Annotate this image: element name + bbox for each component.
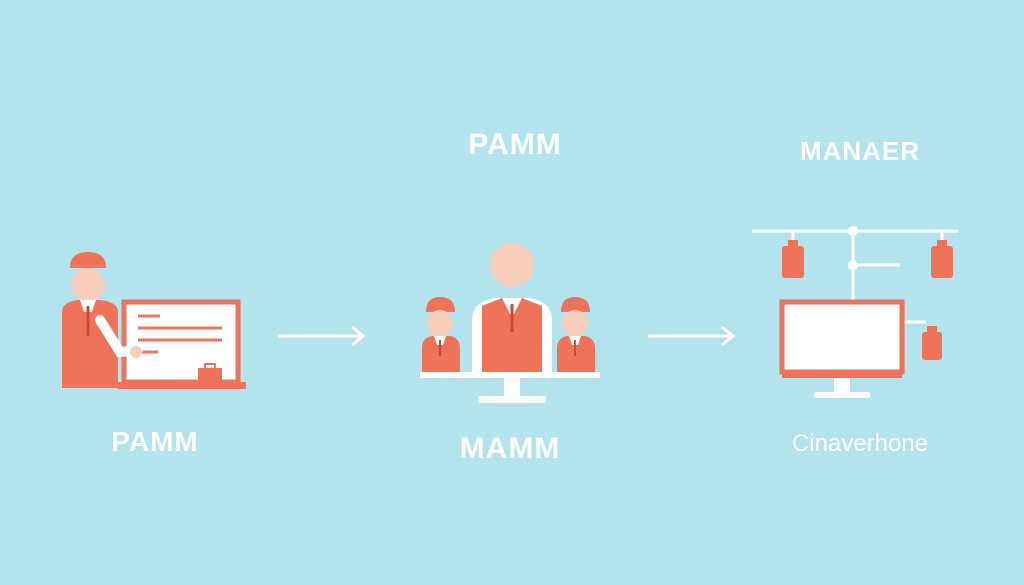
screen-lines <box>138 314 222 354</box>
label-right: Cinaverhone <box>791 430 929 457</box>
label-top-middle: PAMM <box>468 128 562 161</box>
label-top-right: MANAER <box>799 136 921 166</box>
network-monitor-icon <box>752 226 958 398</box>
manager-team-icon <box>420 243 600 403</box>
arrow-icon <box>278 325 366 347</box>
presenter-laptop-icon <box>62 252 246 389</box>
label-middle: MAMM <box>459 432 561 465</box>
arrow-icon <box>648 325 736 347</box>
label-left: PAMM <box>111 426 199 457</box>
